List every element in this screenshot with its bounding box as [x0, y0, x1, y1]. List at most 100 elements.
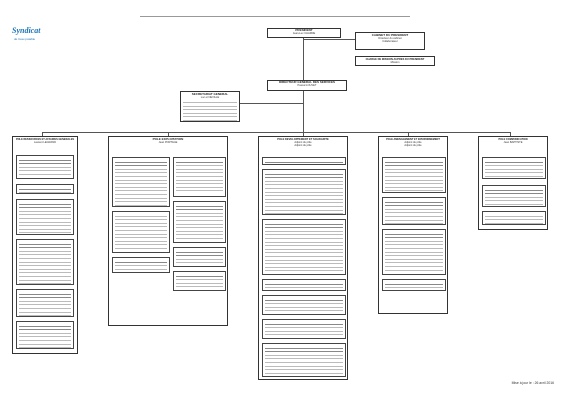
president-name: Jean-Luc CHARDE	[292, 32, 316, 36]
text-line	[265, 252, 343, 254]
text-line	[176, 165, 223, 167]
text-line	[176, 265, 223, 266]
text-line	[176, 275, 223, 277]
update-date: Mise à jour le : 26 avril 2016	[511, 381, 554, 385]
connector	[510, 132, 511, 136]
service-card	[262, 343, 346, 377]
text-line	[19, 250, 71, 252]
text-line	[176, 212, 223, 214]
text-line	[115, 219, 167, 221]
text-line	[265, 303, 343, 305]
service-card	[16, 184, 74, 194]
text-line	[265, 273, 343, 274]
pole-title: POLE RESSOURCES ET AFFAIRES GÉNÉRALES	[15, 138, 75, 141]
service-card	[382, 197, 446, 225]
text-line	[265, 351, 343, 353]
text-line	[176, 230, 223, 232]
text-line	[265, 369, 343, 371]
text-line	[176, 190, 223, 192]
service-card	[262, 169, 346, 215]
text-line	[385, 287, 443, 289]
service-card	[262, 219, 346, 275]
text-line	[19, 177, 71, 178]
text-line	[19, 311, 71, 313]
text-line	[265, 361, 343, 363]
text-line	[183, 105, 237, 107]
text-line	[176, 183, 223, 185]
text-line	[115, 183, 167, 185]
text-line	[19, 257, 71, 259]
service-card	[16, 289, 74, 317]
logo-tagline: de l'eau potable	[14, 37, 36, 41]
text-line	[265, 213, 343, 214]
service-card	[382, 229, 446, 275]
text-line	[265, 347, 343, 349]
text-line	[385, 269, 443, 271]
top-rule	[140, 16, 410, 17]
text-line	[19, 279, 71, 281]
text-line	[19, 188, 71, 190]
secretariat-box: SECRETARIAT GENERAL Luc et NEVILLE	[180, 91, 240, 122]
text-line	[385, 168, 443, 170]
text-line	[485, 200, 543, 202]
service-card	[112, 257, 170, 273]
text-line	[19, 293, 71, 295]
text-line	[183, 112, 237, 114]
logo: Syndicat de l'eau potable	[12, 26, 46, 44]
secretariat-name: Luc et NEVILLE	[200, 96, 220, 100]
pole-header: POLE RESSOURCES ET AFFAIRES GÉNÉRALES La…	[13, 137, 77, 152]
pole-ressources: POLE RESSOURCES ET AFFAIRES GÉNÉRALES La…	[12, 136, 78, 354]
text-line	[265, 234, 343, 236]
text-line	[265, 209, 343, 211]
text-line	[485, 203, 543, 205]
text-line	[115, 268, 167, 270]
text-line	[176, 186, 223, 188]
text-line	[265, 323, 343, 325]
text-line	[19, 272, 71, 274]
text-line	[265, 177, 343, 179]
text-line	[176, 179, 223, 181]
text-line	[19, 203, 71, 205]
dgs-title: DIRECTEUR GÉNÉRAL DES SERVICES	[279, 81, 335, 84]
dgs-name: Pascal LOUVET	[297, 84, 317, 88]
pole-extra: Adjoint du pôle	[404, 144, 422, 148]
text-line	[485, 219, 543, 221]
service-card	[173, 271, 226, 291]
text-line	[176, 255, 223, 257]
text-line	[176, 227, 223, 229]
text-line	[19, 214, 71, 216]
text-line	[115, 161, 167, 163]
text-line	[385, 262, 443, 264]
text-line	[265, 245, 343, 247]
connector	[42, 132, 510, 133]
service-card	[482, 157, 546, 179]
text-line	[115, 244, 167, 246]
pole-head: Adjoint du pôle	[404, 141, 422, 145]
text-line	[115, 179, 167, 181]
text-line	[265, 180, 343, 182]
text-line	[115, 175, 167, 177]
text-line	[19, 283, 71, 284]
text-line	[176, 258, 223, 260]
text-line	[176, 262, 223, 264]
text-line	[19, 247, 71, 249]
pole-head: Laurent LEGRAND	[33, 141, 57, 145]
mission-line: Mission	[390, 61, 400, 65]
pole-head: Jean PORTAGE	[158, 141, 178, 145]
text-line	[485, 165, 543, 167]
text-line	[19, 347, 71, 348]
text-line	[265, 358, 343, 360]
connector	[42, 132, 43, 136]
connector	[408, 132, 409, 136]
text-line	[265, 202, 343, 204]
text-line	[115, 204, 167, 206]
service-card	[112, 211, 170, 253]
text-line	[19, 159, 71, 161]
text-line	[265, 270, 343, 272]
text-line	[265, 230, 343, 232]
text-line	[19, 170, 71, 172]
service-card	[382, 279, 446, 291]
text-line	[385, 223, 443, 224]
connector	[303, 39, 355, 40]
text-line	[115, 229, 167, 231]
